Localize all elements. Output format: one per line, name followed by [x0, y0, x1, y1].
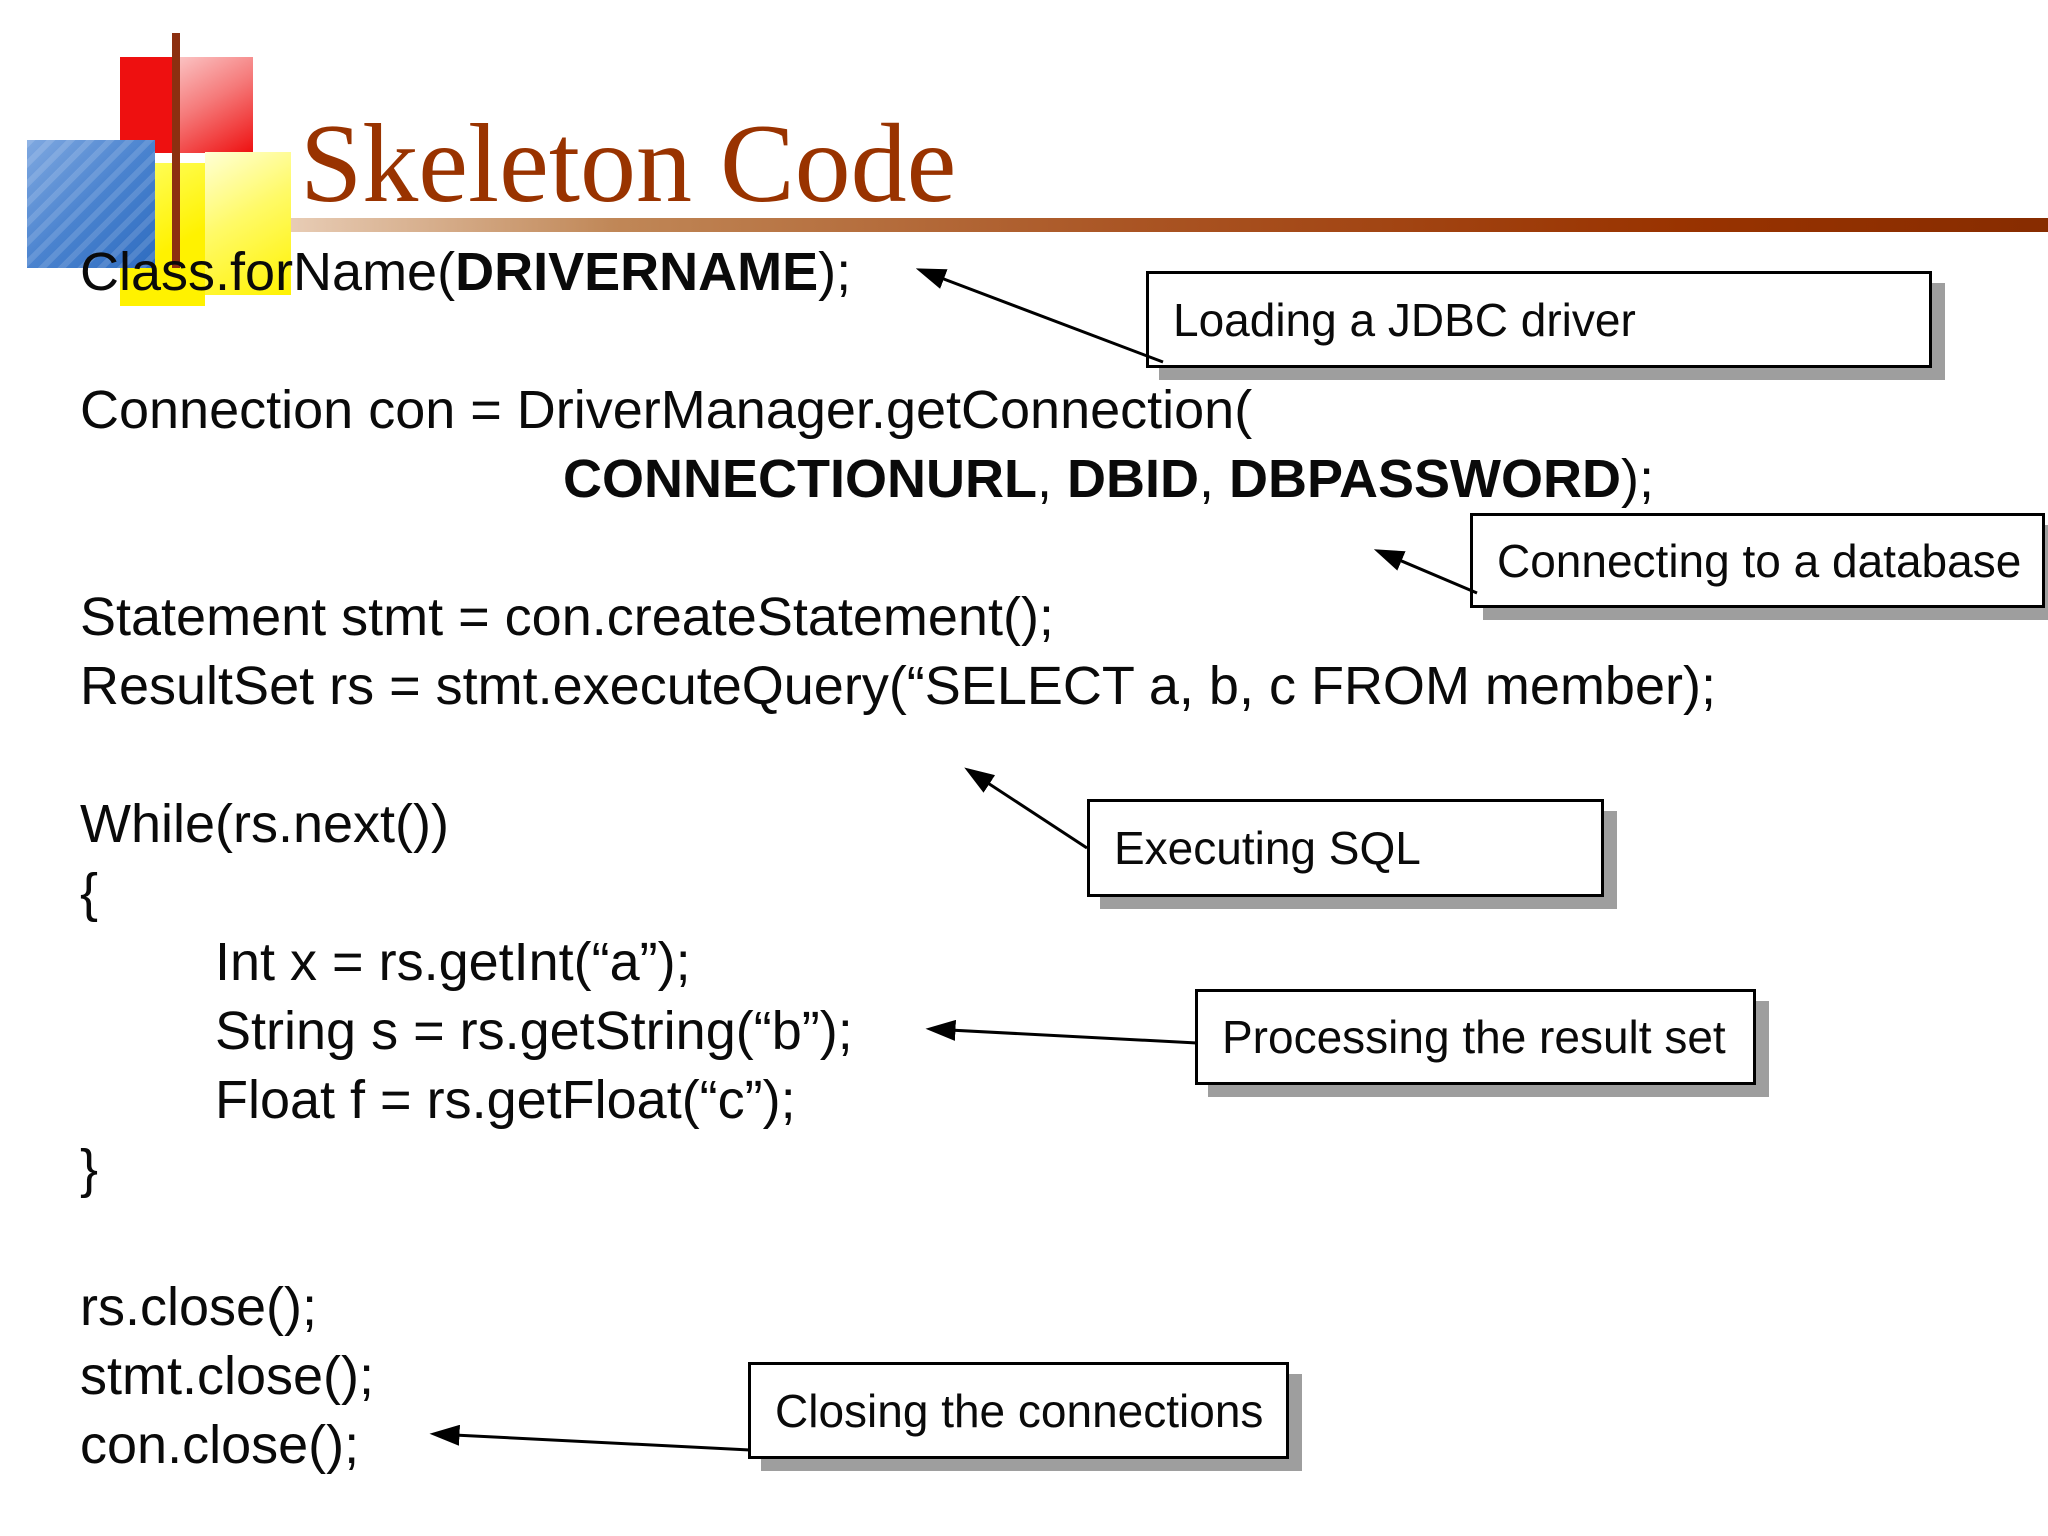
code-token: , [1199, 449, 1230, 509]
code-line: String s = rs.getString(“b”); [80, 997, 1716, 1066]
code-token: Int x = rs.getInt(“a”); [215, 932, 691, 992]
code-token: { [80, 863, 99, 923]
code-token: Statement stmt = con.createStatement(); [80, 587, 1054, 647]
logo-blue-square [27, 140, 155, 268]
code-token: rs.close(); [80, 1277, 318, 1337]
code-line: } [80, 1135, 1716, 1204]
code-line: con.close(); [80, 1411, 1716, 1480]
logo-red-gradient-square [175, 57, 253, 153]
callout-label: Connecting to a database [1497, 534, 2022, 587]
callout-label: Executing SQL [1114, 822, 1421, 874]
callout-label: Closing the connections [775, 1384, 1264, 1437]
code-line: While(rs.next()) [80, 790, 1716, 859]
code-line: Statement stmt = con.createStatement(); [80, 583, 1716, 652]
callout-processing-result-set: Processing the result set [1195, 989, 1756, 1085]
code-line: stmt.close(); [80, 1342, 1716, 1411]
code-token: } [80, 1139, 99, 1199]
code-token: ); [818, 242, 852, 302]
title-underline-rule [0, 218, 2048, 232]
code-token: While(rs.next()) [80, 794, 450, 854]
code-token: String s = rs.getString(“b”); [215, 1001, 853, 1061]
code-line: { [80, 859, 1716, 928]
callout-loading-jdbc-driver: Loading a JDBC driver [1146, 271, 1932, 368]
code-line: Float f = rs.getFloat(“c”); [80, 1066, 1716, 1135]
code-token: con.close(); [80, 1415, 360, 1475]
code-line: Connection con = DriverManager.getConnec… [80, 376, 1716, 445]
code-token-bold: DBPASSWORD [1229, 449, 1622, 509]
logo-vertical-line [172, 33, 180, 268]
logo-red-square [120, 57, 175, 153]
code-line: Int x = rs.getInt(“a”); [80, 928, 1716, 997]
code-token: stmt.close(); [80, 1346, 375, 1406]
code-token-bold: DBID [1067, 449, 1199, 509]
code-token: Connection con = DriverManager.getConnec… [80, 380, 1253, 440]
page-title: Skeleton Code [300, 102, 957, 226]
callout-label: Loading a JDBC driver [1173, 293, 1636, 346]
code-line: CONNECTIONURL, DBID, DBPASSWORD); [80, 445, 1716, 514]
code-line: Class.forName(DRIVERNAME); [80, 238, 1716, 307]
code-token: Class.forName( [80, 242, 456, 302]
code-line: ResultSet rs = stmt.executeQuery(“SELECT… [80, 652, 1716, 721]
callout-executing-sql: Executing SQL [1087, 799, 1604, 897]
code-token-bold: CONNECTIONURL [563, 449, 1037, 509]
code-token: , [1036, 449, 1067, 509]
code-token: Float f = rs.getFloat(“c”); [215, 1070, 796, 1130]
callout-label: Processing the result set [1222, 1011, 1726, 1063]
logo-yellow-gradient-square [205, 152, 291, 295]
code-line [80, 721, 1716, 790]
code-line [80, 1204, 1716, 1273]
code-line: rs.close(); [80, 1273, 1716, 1342]
code-token: ResultSet rs = stmt.executeQuery(“SELECT… [80, 656, 1716, 716]
code-token-bold: DRIVERNAME [455, 242, 819, 302]
callout-connecting-to-database: Connecting to a database [1470, 513, 2045, 608]
code-block: Class.forName(DRIVERNAME); Connection co… [80, 238, 1716, 1480]
callout-closing-connections: Closing the connections [748, 1362, 1289, 1459]
code-token: ); [1621, 449, 1655, 509]
